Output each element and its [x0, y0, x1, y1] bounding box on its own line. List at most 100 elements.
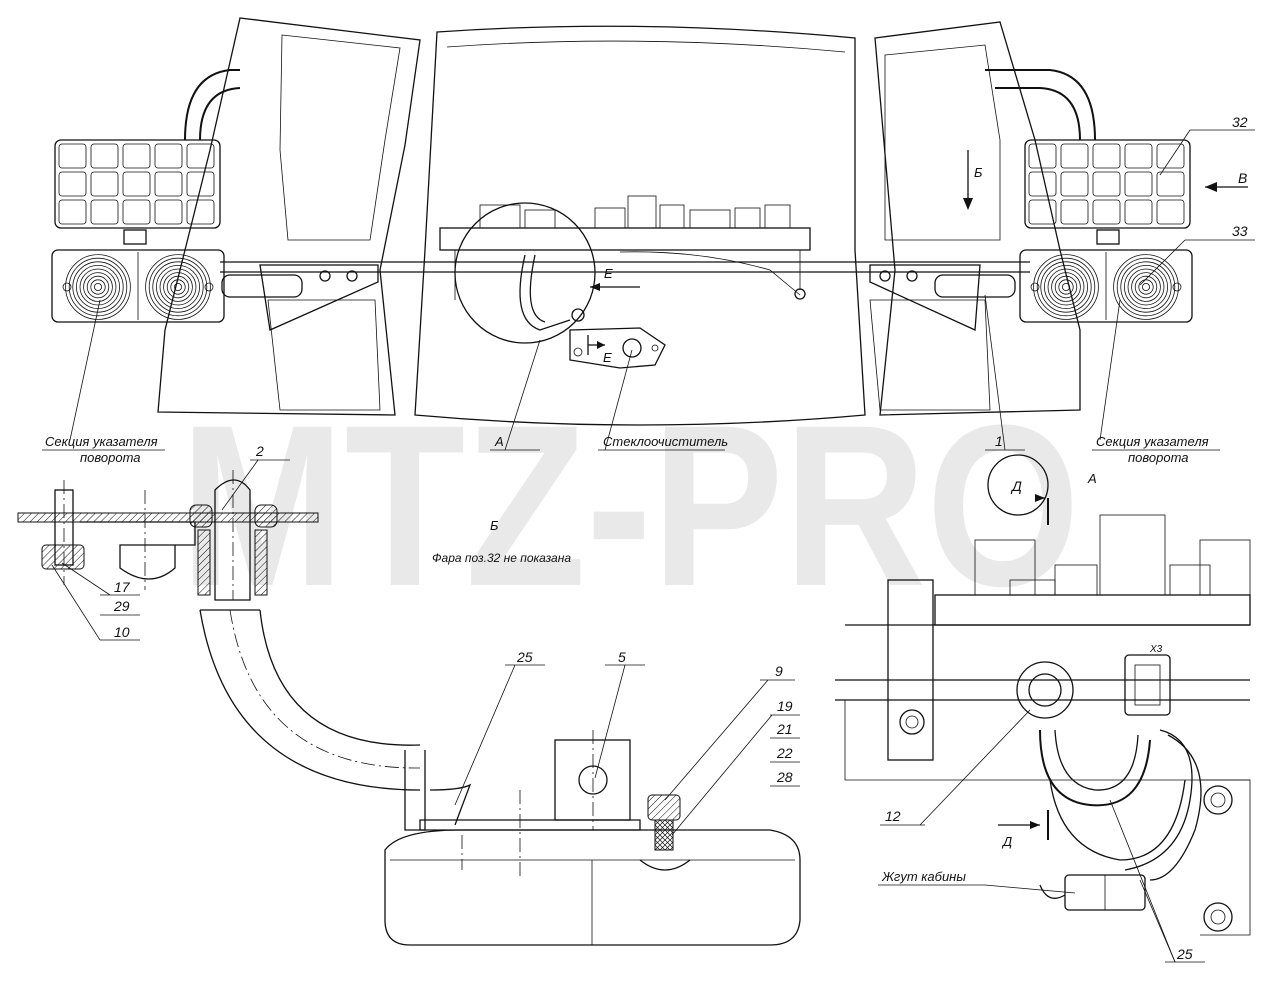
label-turn-section-left: Секция указателя — [45, 434, 158, 449]
headlight-cell — [1124, 143, 1153, 169]
label-turn-section-right: Секция указателя — [1096, 434, 1209, 449]
headlight-cell — [1028, 171, 1057, 197]
leaders-top: 32 33 Секция указателя поворота Секция у… — [42, 114, 1255, 486]
headlight-cell — [1124, 199, 1153, 225]
label-section-d-bottom: Д — [1001, 834, 1012, 849]
lens-ring — [83, 272, 113, 302]
lens-ring — [1036, 257, 1096, 317]
headlight-cell — [186, 199, 215, 225]
headlight-cell — [58, 171, 87, 197]
lens-ring — [79, 268, 117, 306]
headlight-cell — [90, 143, 119, 169]
pos-19: 19 — [777, 698, 793, 714]
lens-ring — [1058, 279, 1074, 295]
pos-29: 29 — [113, 598, 130, 614]
view-b-arrow: Б — [963, 150, 983, 210]
headlight-cell — [122, 171, 151, 197]
headlight-cell — [1028, 199, 1057, 225]
pos-22: 22 — [776, 745, 793, 761]
lens-ring — [155, 264, 200, 309]
headlight-cell — [1156, 171, 1185, 197]
label-x3: X3 — [1149, 644, 1163, 655]
headlight-cell — [122, 199, 151, 225]
detail-bolt-section: 17 29 10 2 Б Фара поз.32 не показана — [17, 443, 571, 641]
headlight-cell — [90, 171, 119, 197]
lens-ring — [1131, 272, 1161, 302]
watermark-text: MTZ-PRO — [180, 377, 1080, 634]
headlight-left — [54, 139, 221, 245]
detail-connector: Д X3 — [835, 454, 1251, 963]
lens-ring — [1127, 268, 1165, 306]
lens-ring — [166, 275, 190, 299]
headlight-cell — [1060, 199, 1089, 225]
pos-28: 28 — [776, 769, 793, 785]
label-turn-section-right-2: поворота — [1128, 450, 1189, 465]
lens-ring — [152, 261, 204, 313]
pos-1: 1 — [995, 433, 1003, 449]
headlight-cell — [90, 199, 119, 225]
lens-ring — [1051, 272, 1081, 302]
label-wiper: Стеклоочиститель — [603, 434, 728, 449]
pos-9: 9 — [775, 663, 783, 679]
headlight-cell — [58, 143, 87, 169]
lens-ring — [1113, 254, 1179, 320]
label-view-b-top: Б — [974, 165, 983, 180]
lens-ring — [1116, 257, 1176, 317]
lens-ring — [1047, 268, 1085, 306]
label-view-b-bottom: Б — [490, 518, 499, 533]
control-block — [439, 195, 811, 369]
lens-ring — [68, 257, 128, 317]
lens-ring — [1120, 261, 1172, 313]
label-harness: Жгут кабины — [881, 869, 966, 884]
headlight-cell — [58, 199, 87, 225]
headlight-cell — [122, 143, 151, 169]
lens-ring — [1138, 279, 1154, 295]
turn-lamp-right — [1019, 249, 1193, 323]
lens-ring — [76, 264, 121, 309]
pos-12: 12 — [885, 808, 901, 824]
headlight-right — [1024, 139, 1191, 245]
view-v-arrow: В — [1205, 170, 1248, 192]
pos-25b: 25 — [1176, 946, 1193, 962]
lens-ring — [1124, 264, 1169, 309]
headlight-cell — [154, 143, 183, 169]
lens-ring — [94, 282, 103, 291]
lens-ring — [145, 254, 211, 320]
lens-ring — [1142, 282, 1151, 291]
pos-5: 5 — [618, 649, 626, 665]
lens-ring — [148, 257, 208, 317]
lens-ring — [163, 272, 193, 302]
lens-ring — [170, 279, 186, 295]
label-view-v: В — [1238, 170, 1247, 186]
lens-ring — [173, 282, 182, 291]
label-section-e-bottom: Е — [603, 350, 612, 365]
detail-lamp-hose: 25 5 9 19 21 22 28 — [199, 609, 801, 946]
label-turn-section-left-2: поворота — [80, 450, 141, 465]
cab-front-view — [157, 17, 1096, 426]
lens-ring — [1062, 282, 1071, 291]
headlight-cell — [1092, 199, 1121, 225]
label-view-a-right: А — [1087, 471, 1097, 486]
pos-10: 10 — [114, 624, 130, 640]
label-section-d-top: Д — [1010, 478, 1022, 494]
lens-ring — [1054, 275, 1078, 299]
pos-33: 33 — [1232, 223, 1248, 239]
lens-ring — [1033, 254, 1099, 320]
headlight-cell — [154, 171, 183, 197]
lens-ring — [90, 279, 106, 295]
headlight-cell — [1156, 143, 1185, 169]
pos-17: 17 — [114, 579, 131, 595]
lens-ring — [65, 254, 131, 320]
headlight-cell — [1156, 199, 1185, 225]
lens-ring — [86, 275, 110, 299]
headlight-cell — [1124, 171, 1153, 197]
label-headlight-note: Фара поз.32 не показана — [432, 551, 571, 565]
lens-ring — [72, 261, 124, 313]
lens-ring — [1134, 275, 1158, 299]
headlight-cell — [1028, 143, 1057, 169]
headlight-cell — [1092, 171, 1121, 197]
lens-ring — [1044, 264, 1089, 309]
turn-lamp-left — [51, 249, 225, 323]
